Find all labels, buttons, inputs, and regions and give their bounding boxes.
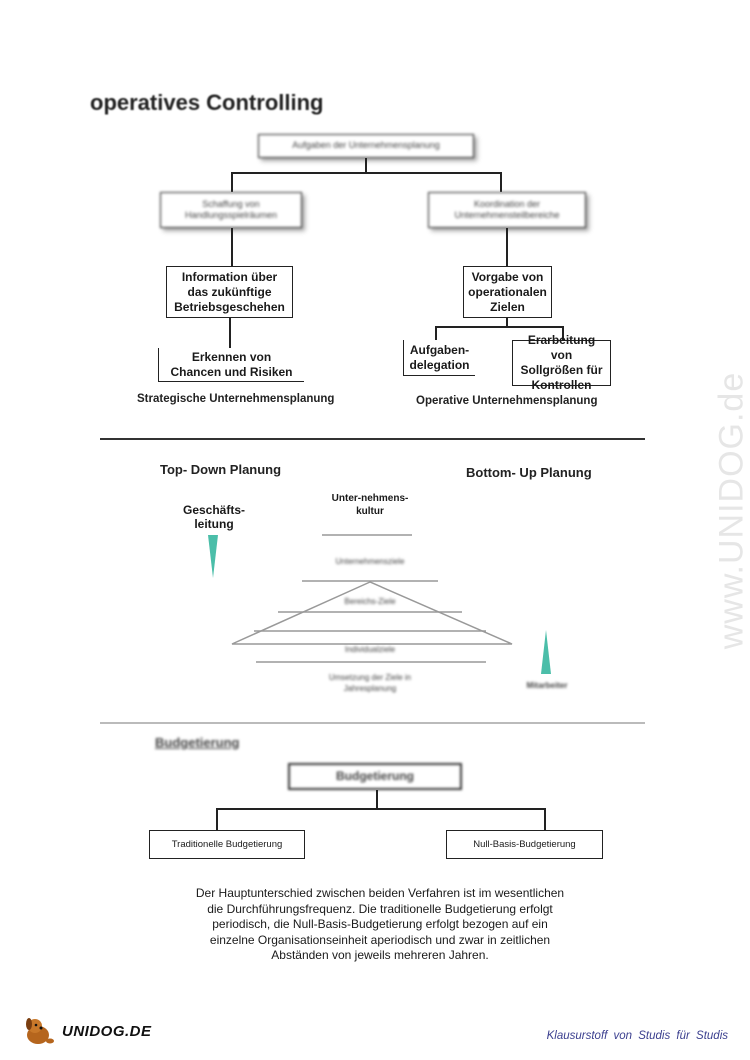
division-goals-label: Bereichs-Ziele (344, 597, 396, 606)
budgeting-paragraph: Der Hauptunterschied zwischen beiden Ver… (150, 886, 610, 964)
bottom-up-heading: Bottom- Up Planung (466, 465, 592, 480)
budgeting-heading: Budgetierung (155, 735, 240, 750)
management-label: Geschäfts-leitung (182, 503, 246, 532)
paragraph-line: die Durchführungsfrequenz. Die tradition… (207, 901, 553, 916)
top-down-arrow-icon (208, 535, 218, 578)
paragraph-line: Abständen von jeweils mehreren Jahren. (271, 948, 489, 962)
implementation-label: Umsetzung der Ziele in Jahresplanung (328, 673, 412, 693)
footer-slogan: Klausurstoff von Studis für Studis (546, 1030, 728, 1042)
paragraph-line: periodisch, die Null-Basis-Budgetierung … (212, 917, 548, 931)
target-values-box: Erarbeitung von Sollgrößen für Kontrolle… (512, 333, 611, 392)
dog-logo-icon (26, 1018, 54, 1044)
chances-risks-box: Erkennen von Chancen und Risiken (158, 348, 304, 382)
root-box: Aufgaben der Unternehmensplanung (258, 134, 474, 158)
divider-2 (100, 722, 645, 724)
budgeting-root-box: Budgetierung (288, 763, 462, 790)
watermark: www.UNIDOG.de (712, 371, 750, 649)
top-down-heading: Top- Down Planung (160, 462, 282, 477)
paragraph-line: einzelne Organisationseinheit aperiodisc… (209, 932, 551, 947)
task-delegation-box: Aufgaben-delegation (403, 340, 475, 376)
strategic-planning-caption: Strategische Unternehmensplanung (137, 393, 335, 405)
traditional-budgeting-box: Traditionelle Budgetierung (149, 830, 305, 859)
individual-goals-label: Individualziele (344, 645, 396, 654)
right-branch-box: Koordination der Unternehmensteilbereich… (428, 192, 586, 228)
footer-logo: UNIDOG.DE (22, 1015, 152, 1047)
logo-text: UNIDOG.DE (62, 1022, 152, 1040)
corporate-culture-label: Unter-nehmens-kultur (331, 493, 409, 517)
information-box: Information über das zukünftige Betriebs… (166, 266, 293, 318)
page-title: operatives Controlling (90, 90, 324, 115)
corporate-goals-label: Unternehmensziele (335, 557, 405, 566)
left-branch-box: Schaffung von Handlungsspielräumen (160, 192, 302, 228)
bottom-up-arrow-icon (541, 630, 551, 674)
operative-planning-caption: Operative Unternehmensplanung (416, 395, 598, 407)
operational-goals-box: Vorgabe von operationalen Zielen (463, 266, 552, 318)
employees-label: Mitarbeiter (526, 681, 568, 690)
zero-base-budgeting-box: Null-Basis-Budgetierung (446, 830, 603, 859)
divider-1 (100, 438, 645, 440)
paragraph-line: Der Hauptunterschied zwischen beiden Ver… (195, 886, 565, 900)
